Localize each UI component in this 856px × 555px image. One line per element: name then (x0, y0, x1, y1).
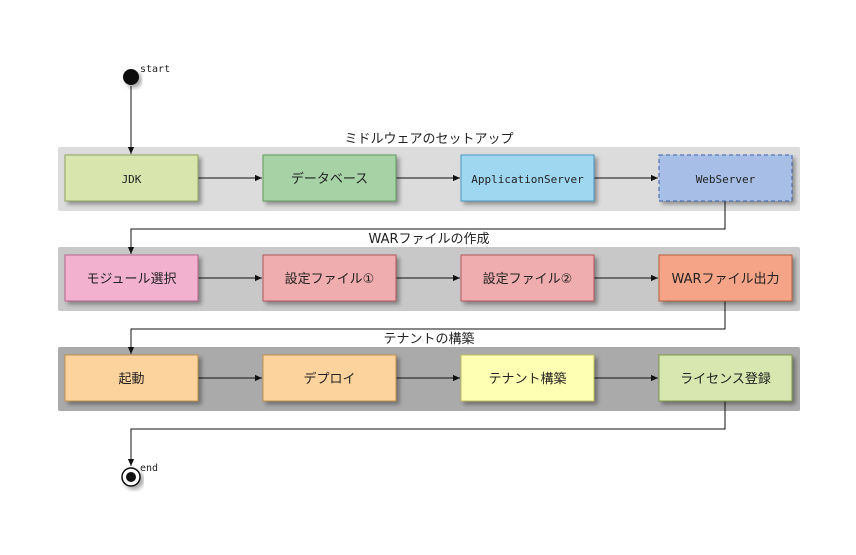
process-box: テナント構築 (460, 354, 595, 402)
process-box: 設定ファイル② (460, 254, 595, 302)
process-box: WARファイル出力 (658, 254, 793, 302)
start-node (123, 69, 139, 85)
process-box: JDK (64, 154, 199, 202)
process-box: ライセンス登録 (658, 354, 793, 402)
process-box: WebServer (658, 154, 793, 202)
process-box-label: ApplicationServer (471, 173, 584, 186)
process-box-label: デプロイ (303, 371, 355, 387)
lane-title: ミドルウェアのセットアップ (344, 132, 513, 147)
process-box-rect (262, 354, 397, 402)
process-box-rect (64, 254, 199, 302)
arrow-lane1-to-lane2 (127, 201, 726, 254)
process-box: データベース (262, 154, 397, 202)
process-box-label: モジュール選択 (86, 272, 176, 287)
lane-middleware-setup: ミドルウェアのセットアップ (58, 132, 800, 211)
process-box: 設定ファイル① (262, 254, 397, 302)
end-node-inner (126, 472, 136, 482)
process-box-label: 起動 (118, 372, 144, 387)
process-box: 起動 (64, 354, 199, 402)
process-box-rect (64, 354, 199, 402)
lane-background (58, 347, 800, 411)
lane-title: WARファイルの作成 (368, 232, 489, 247)
process-box-rect (262, 154, 397, 202)
process-box-label: WARファイル出力 (671, 272, 779, 287)
process-box-label: データベース (291, 171, 368, 187)
arrow-lane2-to-lane3 (127, 301, 726, 354)
lane-background (58, 247, 800, 311)
process-box-rect (460, 154, 595, 202)
process-box-rect (658, 154, 793, 202)
process-box-label: WebServer (696, 173, 756, 186)
process-box-rect (64, 154, 199, 202)
arrow-to-end (127, 401, 726, 466)
process-box-label: JDK (122, 173, 142, 186)
end-label: end (140, 463, 158, 474)
process-box: モジュール選択 (64, 254, 199, 302)
process-box-rect (658, 354, 793, 402)
process-box-rect (658, 254, 793, 302)
lane-title: テナントの構築 (383, 332, 474, 347)
lane-tenant-build: テナントの構築 (58, 332, 800, 411)
process-box-label: 設定ファイル② (483, 271, 573, 287)
process-box-rect (460, 254, 595, 302)
process-box-label: ライセンス登録 (680, 372, 771, 387)
process-box: デプロイ (262, 354, 397, 402)
process-box: ApplicationServer (460, 154, 595, 202)
start-label: start (140, 64, 170, 75)
process-box-rect (460, 354, 595, 402)
process-box-label: テナント構築 (488, 372, 566, 387)
process-box-label: 設定ファイル① (285, 271, 375, 287)
lane-background (58, 147, 800, 211)
lane-war-creation: WARファイルの作成 (58, 232, 800, 311)
process-box-rect (262, 254, 397, 302)
